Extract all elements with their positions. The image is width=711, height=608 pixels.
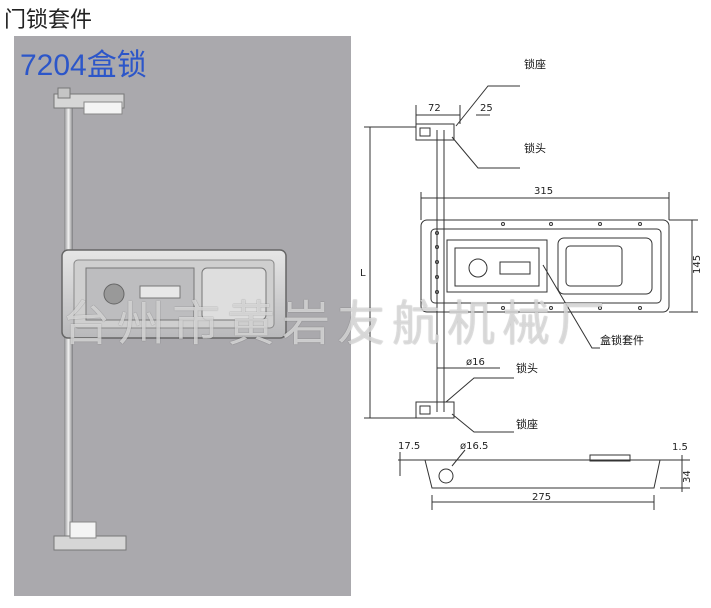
callout-lock-seat-top: 锁座 xyxy=(524,57,546,71)
dim-17-5: 17.5 xyxy=(398,441,420,452)
callout-lock-head-top: 锁头 xyxy=(524,141,546,155)
dim-145: 145 xyxy=(692,255,703,274)
watermark-text: 台州市黄岩友航机械厂 xyxy=(62,296,613,352)
page-title: 门锁套件 xyxy=(4,8,93,33)
dim-dia16: ø16 xyxy=(466,357,485,368)
dim-L: L xyxy=(360,268,366,279)
callout-lock-head-bottom: 锁头 xyxy=(516,361,538,375)
dim-34: 34 xyxy=(682,470,693,483)
product-photo: 7204盒锁 xyxy=(14,36,351,596)
dim-dia16-5: ø16.5 xyxy=(460,441,488,452)
dim-315: 315 xyxy=(534,186,553,197)
model-label: 7204盒锁 xyxy=(20,49,147,82)
callout-lock-seat-bottom: 锁座 xyxy=(516,417,538,431)
dim-25: 25 xyxy=(480,103,493,114)
callout-box-lock-kit: 盒锁套件 xyxy=(600,333,644,347)
dim-72: 72 xyxy=(428,103,441,114)
dim-1-5: 1.5 xyxy=(672,442,688,453)
lock-photo-illustration xyxy=(53,87,287,551)
dim-275: 275 xyxy=(532,492,551,503)
